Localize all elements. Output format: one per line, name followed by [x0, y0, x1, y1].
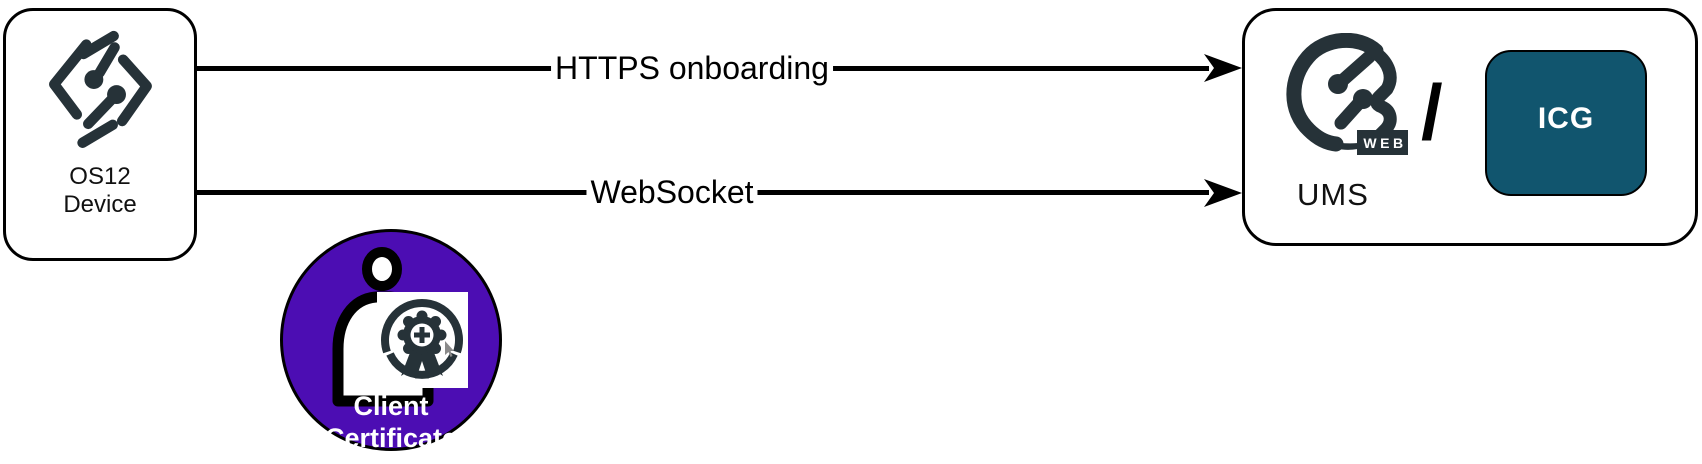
ums-web-badge-label: WEB: [1363, 135, 1406, 151]
client-certificate-label-line2: Certificate: [324, 423, 458, 453]
arrowhead-icon: [1204, 179, 1242, 207]
slash-separator: /: [1421, 68, 1443, 156]
mouse-cursor-icon: [445, 341, 454, 357]
os12-device-node: OS12 Device: [3, 8, 197, 261]
client-certificate-label-line1: Client: [353, 391, 429, 421]
client-certificate-badge: Client Certificate: [280, 229, 502, 454]
icg-box: ICG: [1485, 50, 1647, 196]
https-onboarding-arrow-label: HTTPS onboarding: [551, 50, 833, 86]
os12-device-label-line2: Device: [63, 191, 137, 218]
arrowhead-icon: [1204, 54, 1242, 82]
client-certificate-label: Client Certificate: [283, 390, 499, 454]
websocket-arrow-label: WebSocket: [586, 174, 758, 210]
os12-device-label-line1: OS12: [69, 163, 131, 190]
igel-os12-logo-icon: [49, 30, 152, 148]
ums-web-badge: [1357, 130, 1408, 155]
ums-label: UMS: [1297, 177, 1369, 212]
icg-label: ICG: [1537, 102, 1595, 135]
person-certificate-icon: [332, 247, 468, 407]
ums-node: WEB UMS / ICG: [1242, 8, 1698, 246]
igel-ums-web-logo-icon: WEB: [1286, 33, 1408, 155]
os12-device-label: OS12 Device: [63, 163, 136, 219]
